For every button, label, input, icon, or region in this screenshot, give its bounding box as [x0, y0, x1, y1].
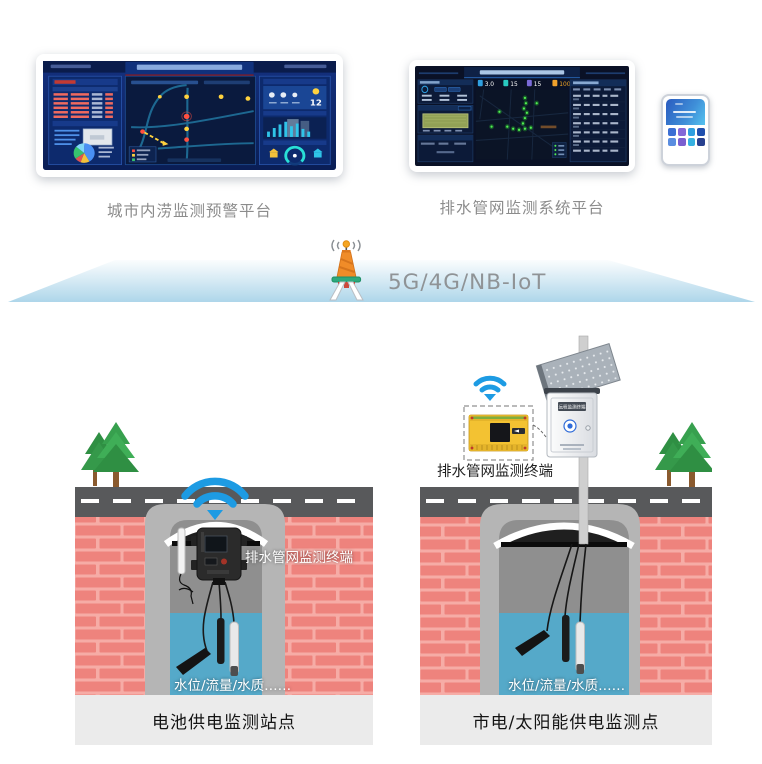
temperature-value: 12 [310, 98, 322, 108]
urban-flood-platform-caption: 城市内涝监测预警平台 [106, 202, 272, 220]
quality-sensor [562, 615, 570, 662]
battery-station-caption: 电池供电监测站点 [75, 695, 373, 745]
drainage-dashboard-card: 3.0 15 15 100.0 [409, 60, 635, 172]
battery-station-illustration [75, 422, 373, 695]
quality-sensor [217, 618, 225, 664]
terminal-label-left: 排水管网监测终端 [245, 550, 353, 566]
stat-value-4: 100.0 [559, 81, 576, 88]
online-stat-icon [552, 79, 558, 87]
terminal-device [468, 414, 529, 452]
dashboard-title-bar [418, 67, 626, 79]
terminal-label-right: 排水管网监测终端 [437, 464, 553, 480]
weather-icons [268, 92, 298, 98]
station-markers [489, 95, 540, 133]
phone-screen [666, 99, 705, 161]
alarm-pie-chart [73, 143, 95, 163]
device-screen [204, 535, 228, 553]
data-table-panel [569, 79, 627, 163]
underwater-sensors [515, 615, 585, 674]
callout-connector [532, 424, 547, 438]
water-sensors-label-left: 水位/流量/水质…… [174, 678, 292, 694]
device-stat-icon [526, 79, 532, 87]
pine-trees-icon [81, 422, 139, 487]
weather-gauge-panel: 12 [259, 75, 331, 166]
network-map [475, 89, 569, 160]
stat-value-2: 15 [510, 81, 518, 88]
road-markings [426, 499, 700, 503]
alarm-list-panel [48, 75, 122, 165]
overview-panel [417, 79, 474, 104]
network-protocol-label: 5G/4G/NB-IoT [388, 270, 547, 295]
table-rows [571, 94, 626, 152]
road-markings [81, 499, 355, 503]
flow-stat-icon [503, 79, 509, 87]
underwater-sensors [176, 618, 239, 676]
cabinet-label: 远程监测终端 [559, 404, 586, 411]
sun-icon [312, 88, 320, 95]
pump-gauge [284, 145, 306, 166]
flood-map-panel [124, 75, 256, 166]
pine-trees-icon [655, 422, 712, 487]
stat-value-3: 15 [534, 81, 542, 88]
monitoring-terminal-device [191, 527, 247, 585]
network-band [8, 260, 755, 302]
cell-tower-icon [329, 239, 364, 301]
map-alert-markers [140, 94, 251, 146]
sensor-cables [546, 543, 587, 632]
antenna-probe [177, 527, 194, 605]
urban-flood-dashboard-card: 12 [36, 54, 343, 177]
stat-value-1: 3.0 [485, 81, 494, 88]
station-table-panel [417, 134, 474, 163]
drainage-dashboard-screen: 3.0 15 15 100.0 [415, 66, 629, 166]
app-header [666, 99, 705, 125]
urban-flood-dashboard-screen: 12 [43, 61, 336, 170]
wifi-icon [181, 477, 249, 520]
water-sensors-label-right: 水位/流量/水质…… [508, 678, 626, 694]
sensor-cables [202, 581, 235, 652]
manhole-rim [163, 522, 269, 547]
flow-sensor [515, 630, 550, 656]
signal-waves-icon [331, 239, 361, 252]
solar-station-illustration: 远程监测终端 [420, 335, 712, 695]
map-legend [552, 142, 567, 158]
solar-station-caption: 市电/太阳能供电监测点 [420, 695, 712, 745]
map-legend [128, 146, 157, 163]
mobile-app-phone [661, 94, 710, 166]
equipment-cabinet: 远程监测终端 [544, 388, 600, 458]
drainage-platform-caption: 排水管网监测系统平台 [439, 199, 605, 217]
station-house-icons [268, 148, 323, 158]
manhole-rim [493, 522, 635, 550]
flow-sensor [176, 648, 211, 675]
app-icon-grid [668, 128, 705, 146]
trend-chart-panel [417, 104, 474, 134]
level-stat-icon [477, 79, 483, 87]
cabinet-lock [585, 425, 591, 431]
rain-bar-chart [263, 117, 327, 139]
wifi-icon [473, 375, 507, 401]
water [170, 613, 262, 695]
stats-row: 3.0 15 15 100.0 [477, 79, 576, 88]
